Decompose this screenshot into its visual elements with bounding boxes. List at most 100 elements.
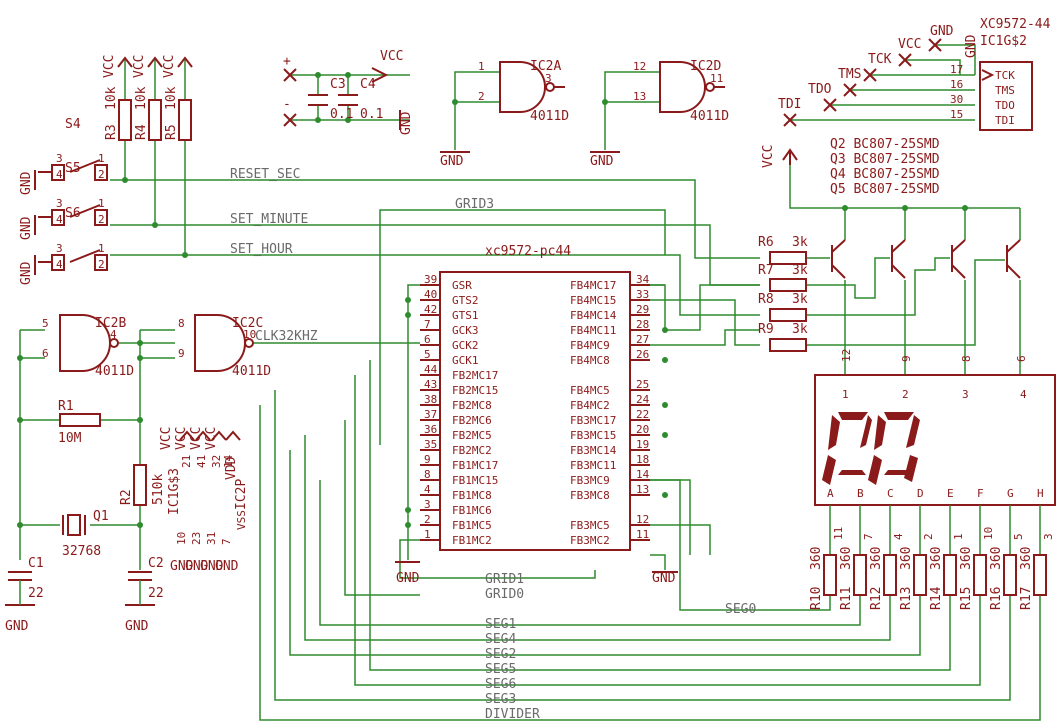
cpld-left-pin-name: FB2MC15 [452,384,498,397]
svg-text:4011D: 4011D [232,364,271,379]
junctions [17,72,968,528]
svg-text:S4: S4 [65,117,81,132]
cpld-right-pin-num: 13 [636,483,649,496]
cpld-left-pin-name: GSR [452,279,472,292]
segment-resistor-value: 360 [809,547,824,570]
svg-text:1: 1 [478,60,485,73]
svg-text:2: 2 [478,90,485,103]
resistor-r6: R6 3k [758,235,808,265]
svg-text:TMS: TMS [838,67,861,82]
svg-text:Q1: Q1 [93,509,109,524]
svg-text:10: 10 [175,532,188,545]
capacitors-c3-c4: + - C3 C4 0.1 0.1 [283,54,383,127]
svg-text:13: 13 [633,90,646,103]
segment-pin-num: 11 [832,527,845,540]
svg-text:TMS: TMS [995,84,1015,97]
svg-text:4011D: 4011D [690,109,729,124]
svg-text:GND: GND [200,559,224,574]
svg-text:31: 31 [205,532,218,545]
cpld-left-pin-name: FB1MC2 [452,534,492,547]
svg-text:GRID1: GRID1 [485,572,524,587]
segment-pin-num: 5 [1012,533,1025,540]
svg-text:VCC: VCC [761,145,776,168]
svg-text:2: 2 [902,388,909,401]
svg-text:DIVIDER: DIVIDER [485,707,540,722]
svg-text:C2: C2 [148,556,164,571]
cpld-left-pin-num: 2 [424,513,431,526]
transistor-labels: Q2 BC807-25SMD Q3 BC807-25SMD Q4 BC807-2… [830,137,940,197]
segment-resistor-ref: R13 [899,587,914,610]
svg-text:4011D: 4011D [95,364,134,379]
svg-text:9: 9 [178,347,185,360]
svg-text:VCC: VCC [159,427,174,450]
cpld-left-pin-name: FB2MC8 [452,399,492,412]
segment-resistors: 11R103607R113604R123602R133601R1436010R1… [809,505,1055,610]
svg-text:1: 1 [842,388,849,401]
switch-s6[interactable]: S6 34 12 [38,206,108,271]
segment-resistor [853,554,867,596]
svg-text:GND: GND [215,559,239,574]
svg-text:510k: 510k [151,474,166,505]
resistor-r5: R5 10k [164,86,192,141]
transistors [831,239,1021,279]
switch-s4[interactable]: S4 34 12 [38,117,108,181]
svg-text:TCK: TCK [868,52,892,67]
cpld-right-pin-name: FB3MC11 [570,459,616,472]
svg-text:GND: GND [396,571,420,586]
cpld-right-pin-num: 26 [636,348,649,361]
cpld-left-pin-num: 8 [424,468,431,481]
resistor-r8: R8 3k [758,292,808,322]
svg-text:1: 1 [98,242,105,255]
resistor-r1: R1 10M [58,399,101,446]
svg-text:IC1G$3: IC1G$3 [167,468,182,515]
segment-resistor-value: 360 [839,547,854,570]
resistor-r7: R7 3k [758,263,808,292]
segment-resistor-ref: R10 [809,587,824,610]
cpld-right-pin-name: FB4MC2 [570,399,610,412]
cpld-left-pin-num: 7 [424,318,431,331]
svg-text:R8: R8 [758,292,774,307]
power-pins-block: VCC VCC VCC VCC VDD IC1G$3 IC2P 21 41 32… [159,427,249,574]
segment-resistor [943,554,957,596]
svg-text:Q4 BC807-25SMD: Q4 BC807-25SMD [830,167,940,182]
svg-text:RESET_SEC: RESET_SEC [230,167,300,182]
capacitor-c1: C1 22 [8,556,44,605]
cpld-right-pin-name: FB3MC8 [570,489,610,502]
cpld-left-pin-name: FB2MC5 [452,429,492,442]
cpld-right-pin-num: 25 [636,378,649,391]
cpld-right-pin-name: FB4MC15 [570,294,616,307]
svg-text:14: 14 [222,454,235,468]
svg-text:3k: 3k [792,322,808,337]
segment-resistor [913,554,927,596]
svg-text:4: 4 [56,168,63,181]
cpld-left-pin-name: GTS2 [452,294,479,307]
cpld-right-pin-name: FB4MC5 [570,384,610,397]
resistor-r3: R3 10k [104,86,132,141]
segment-resistor-value: 360 [959,547,974,570]
segment-resistor [1033,554,1047,596]
segment-resistor-ref: R16 [989,587,1004,610]
svg-text:GND: GND [930,24,954,39]
svg-text:R7: R7 [758,263,774,278]
segment-resistor-value: 360 [1019,547,1034,570]
cpld-left-pin-num: 42 [424,303,437,316]
svg-text:21: 21 [180,455,193,468]
cpld-left-pin-name: FB1MC5 [452,519,492,532]
cpld-left-pin-name: FB1MC8 [452,489,492,502]
cpld-right-pin-num: 24 [636,393,650,406]
svg-text:TDI: TDI [995,114,1015,127]
svg-text:GND: GND [964,34,979,58]
svg-text:3: 3 [56,197,63,210]
segment-resistor-ref: R12 [869,587,884,610]
svg-text:TDI: TDI [778,97,801,112]
cpld-left-pin-num: 1 [424,528,431,541]
svg-text:3k: 3k [792,235,808,250]
cpld-left-pin-num: 39 [424,273,437,286]
svg-text:SET_HOUR: SET_HOUR [230,242,293,257]
segment-pin-num: 2 [922,533,935,540]
switch-s5[interactable]: S5 34 12 [38,161,108,226]
svg-text:R3: R3 [104,124,119,140]
resistor-r2: R2 510k [119,464,166,506]
svg-text:SEG1: SEG1 [485,617,516,632]
